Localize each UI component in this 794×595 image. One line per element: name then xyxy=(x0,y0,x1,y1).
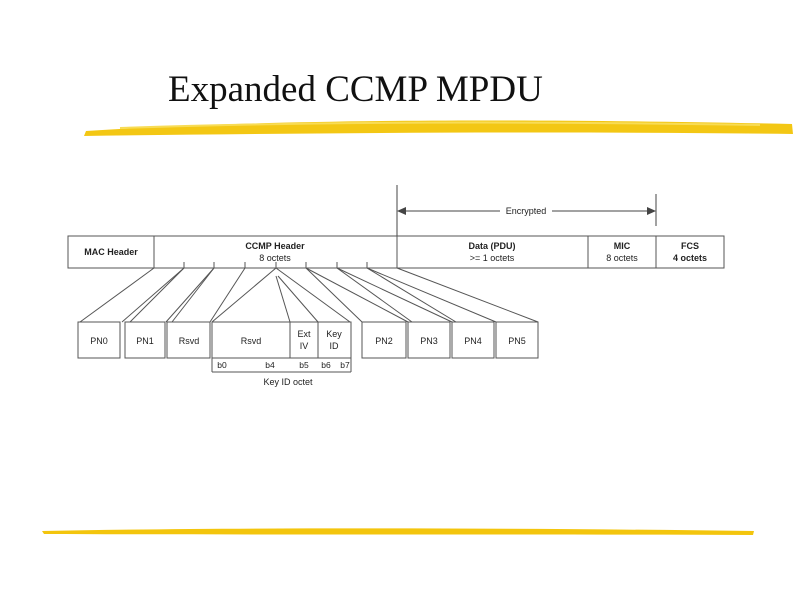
encrypted-arrow-right xyxy=(647,207,656,215)
rsvd-bits-label: Rsvd xyxy=(241,336,262,346)
pn1-box xyxy=(124,321,166,359)
encrypted-span xyxy=(396,185,657,236)
ext-iv-label-line2: IV xyxy=(300,341,309,351)
mpdu-frame xyxy=(67,235,725,269)
pn5-label: PN5 xyxy=(508,336,526,346)
fcs-label: FCS xyxy=(681,241,699,251)
rsvd-box xyxy=(166,321,211,359)
bottom-stroke xyxy=(42,528,754,535)
encrypted-label: Encrypted xyxy=(506,206,547,216)
bit-b5-label: b5 xyxy=(299,360,309,370)
pn3-label: PN3 xyxy=(420,336,438,346)
title-underline-highlight xyxy=(119,121,761,129)
fcs-size: 4 octets xyxy=(673,253,707,263)
mic-label: MIC xyxy=(614,241,631,251)
encrypted-arrow-left xyxy=(397,207,406,215)
bit-b6-label: b6 xyxy=(321,360,331,370)
pn3-box xyxy=(407,321,451,359)
ccmp-fields xyxy=(77,321,539,359)
pn0-box xyxy=(77,321,121,359)
ext-iv-label-line1: Ext xyxy=(297,329,311,339)
key-id-label-line1: Key xyxy=(326,329,342,339)
mac-header-label: MAC Header xyxy=(84,247,138,257)
data-size: >= 1 octets xyxy=(470,253,515,263)
rsvd-label: Rsvd xyxy=(179,336,200,346)
key-id-octet-box xyxy=(211,321,352,359)
pn5-box xyxy=(495,321,539,359)
pn1-label: PN1 xyxy=(136,336,154,346)
bit-b7-label: b7 xyxy=(340,360,350,370)
key-id-octet-dividers xyxy=(289,322,319,358)
pn4-box xyxy=(451,321,495,359)
key-id-label-line2: ID xyxy=(330,341,340,351)
ccmp-header-size: 8 octets xyxy=(259,253,291,263)
slide-title: Expanded CCMP MPDU xyxy=(168,69,543,110)
bit-b4-label: b4 xyxy=(265,360,275,370)
fcs-field xyxy=(655,235,725,269)
mac-header-field xyxy=(67,235,155,269)
pn4-label: PN4 xyxy=(464,336,482,346)
expansion-lines xyxy=(79,267,539,323)
key-id-octet-bracket xyxy=(211,358,352,373)
pn2-box xyxy=(361,321,407,359)
mic-field xyxy=(587,235,657,269)
data-label: Data (PDU) xyxy=(468,241,515,251)
mic-size: 8 octets xyxy=(606,253,638,263)
ccmp-header-label: CCMP Header xyxy=(245,241,305,251)
bit-b0-label: b0 xyxy=(217,360,227,370)
pn2-label: PN2 xyxy=(375,336,393,346)
key-id-octet-label: Key ID octet xyxy=(263,377,313,387)
pn0-label: PN0 xyxy=(90,336,108,346)
ccmp-header-ticks xyxy=(183,262,368,268)
